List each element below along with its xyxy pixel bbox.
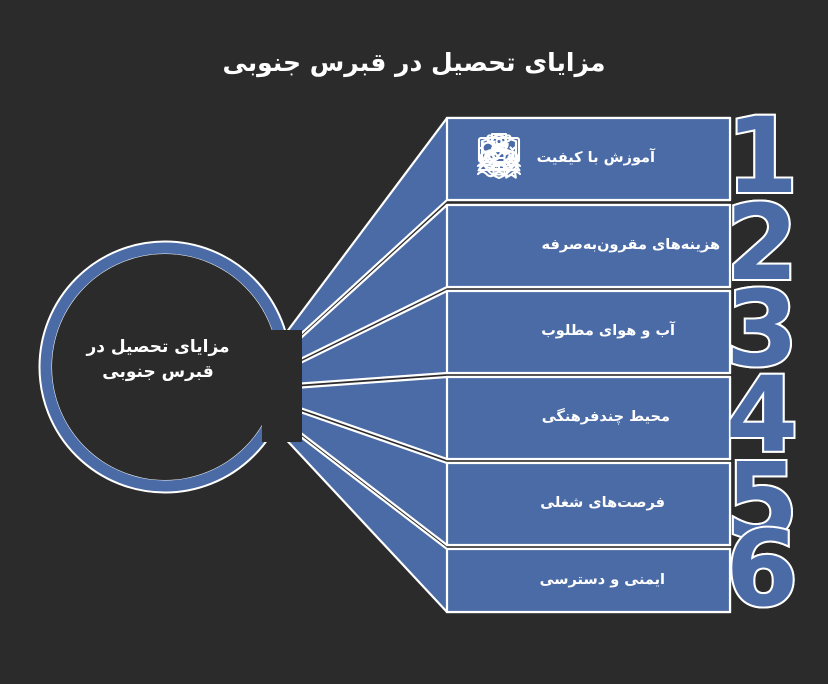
svg-text:6: 6 [726, 508, 798, 630]
step-bar-3[interactable] [445, 289, 732, 375]
step-bar-6[interactable] [445, 547, 732, 614]
step-bar-4[interactable] [445, 375, 732, 461]
svg-text:4: 4 [726, 354, 798, 476]
step-label-3: آب و هوای مطلوب [541, 323, 675, 339]
step-icons [476, 132, 522, 180]
step-number-2: 2 [726, 182, 798, 304]
step-number-3: 3 [726, 268, 798, 390]
step-numerals-overlay: 1 2 3 4 5 6 [726, 95, 800, 632]
step-bar-5[interactable] [445, 461, 732, 547]
step-label-6: ایمنی و دسترسی [539, 572, 665, 588]
step-bars [445, 116, 732, 614]
step-numerals: 1 2 3 4 5 6 [724, 93, 800, 632]
step-number-4: 4 [726, 354, 798, 476]
hub-circle [38, 240, 302, 494]
page-title: مزایای تحصیل در قبرس جنوبی [222, 48, 606, 77]
svg-text:3: 3 [726, 268, 798, 390]
svg-text:2: 2 [726, 182, 798, 304]
step-number-5: 5 [726, 440, 798, 562]
hub-label-line-1: مزایای تحصیل در [86, 337, 230, 357]
step-bar-2[interactable] [445, 203, 732, 289]
step-label-4: محیط چندفرهنگی [541, 409, 670, 425]
svg-text:1: 1 [726, 95, 798, 217]
step-number-1: 1 [726, 95, 798, 217]
step-number-6: 6 [726, 508, 798, 630]
shield-airplane-icon [480, 133, 518, 180]
hub-label: مزایای تحصیل در قبرس جنوبی [52, 335, 264, 384]
step-label-5: فرصت‌های شغلی [540, 495, 665, 511]
step-label-1: آموزش با کیفیت [536, 150, 655, 166]
hub-label-line-2: قبرس جنوبی [102, 361, 214, 382]
step-label-2: هزینه‌های مقرون‌به‌صرفه [541, 237, 720, 253]
svg-text:5: 5 [726, 440, 798, 562]
